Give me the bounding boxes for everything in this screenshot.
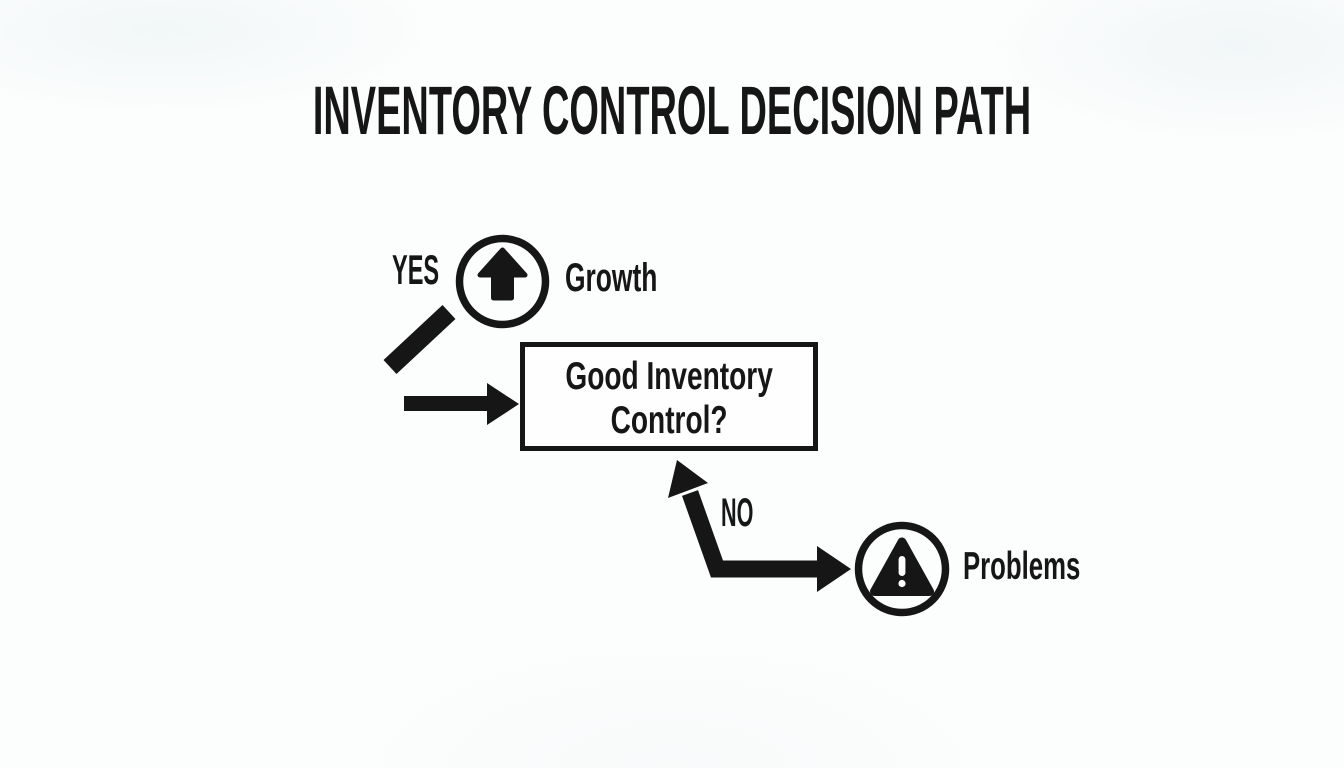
decision-box: Good Inventory Control? [520, 342, 818, 451]
warning-exclamation-dot [898, 579, 906, 588]
yes-path-line [383, 305, 456, 374]
arrow-up-icon [477, 247, 528, 301]
no-path-right-arrowhead [817, 546, 851, 592]
growth-label: Growth [565, 256, 658, 300]
warning-triangle-icon [870, 537, 934, 596]
decision-question-line1: Good Inventory [565, 354, 773, 398]
no-path-up-arrowhead [668, 460, 708, 498]
no-label: NO [721, 491, 754, 535]
decision-input-arrow [404, 383, 519, 425]
problems-node [854, 521, 950, 617]
decision-question-line2: Control? [610, 398, 728, 442]
decision-question: Good Inventory Control? [565, 351, 772, 443]
no-path-arrow [668, 460, 851, 592]
problems-circle [854, 521, 950, 617]
growth-circle [455, 234, 550, 329]
no-path-line [681, 490, 819, 578]
yes-label: YES [392, 246, 440, 293]
diagram-title: INVENTORY CONTROL DECISION PATH [312, 72, 1032, 149]
problems-label: Problems [963, 545, 1081, 588]
warning-exclamation-bar [898, 556, 906, 576]
growth-node [455, 234, 550, 329]
